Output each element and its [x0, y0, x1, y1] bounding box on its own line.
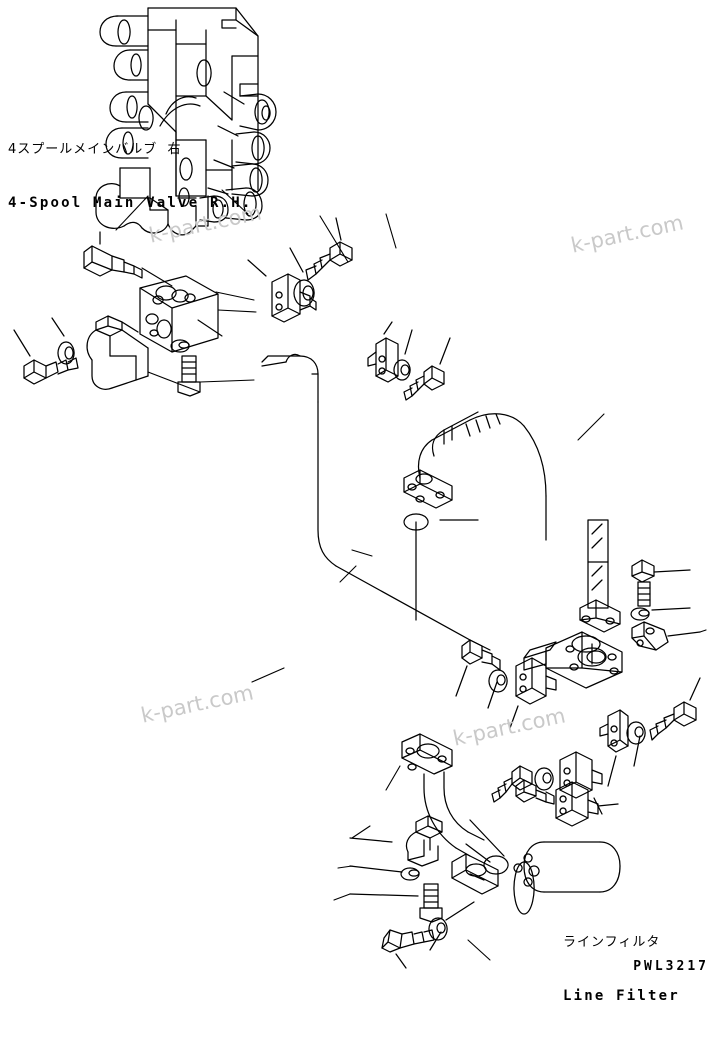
hydraulic-line-main	[261, 353, 491, 651]
washer-lower-center	[534, 767, 554, 791]
washer-under-block	[170, 339, 190, 353]
line-filter-label-jp: ラインフィルタ	[563, 935, 661, 950]
washer-bottom-left	[349, 865, 420, 881]
hex-bolt-mid	[403, 337, 451, 401]
washer-plate-left	[487, 669, 508, 709]
valve-port-fittings-right	[199, 91, 277, 223]
curved-clamp-right	[631, 621, 701, 651]
washer-hose-flange	[403, 513, 479, 621]
washer-right-upper	[630, 607, 691, 621]
vertical-bolt-bottom-left	[349, 883, 443, 923]
clamp-bracket-plate-right	[599, 709, 629, 787]
drawing-number: PWL3217	[633, 959, 709, 974]
clamp-bracket-mid	[367, 321, 399, 383]
hex-bolt-lower-center	[491, 765, 533, 803]
clamp-bracket-upper-center	[247, 259, 317, 323]
washer-plate-right	[626, 721, 646, 767]
parts-diagram-sheet: k-part.com k-part.com k-part.com k-part.…	[8, 7, 709, 1004]
elbow-fitting-upper-left	[83, 231, 143, 279]
hex-bolt-right-upper	[631, 559, 691, 607]
washer-mid	[393, 329, 413, 381]
elbow-fitting-left	[86, 315, 149, 390]
clamp-bracket-filter	[555, 781, 619, 827]
mounting-plate-center	[523, 631, 623, 689]
clamp-bracket-lower-center	[559, 751, 603, 815]
elbow-fitting-bottom	[349, 815, 443, 867]
washer-left	[51, 317, 75, 365]
main-valve-label-en: 4-Spool Main Valve R.H.	[8, 195, 253, 211]
vertical-bolt-center-left	[177, 355, 201, 397]
hex-bolt-upper-center	[305, 217, 353, 281]
main-valve-label: 4スプールメインバルブ 右 4-Spool Main Valve R.H.	[8, 100, 252, 249]
clamp-bracket-plate-left	[509, 657, 557, 729]
line-filter-label-en: Line Filter	[563, 988, 680, 1004]
line-filter-cylinder	[469, 819, 621, 915]
diagram-linework	[13, 7, 707, 969]
leader-lines	[115, 189, 707, 961]
lower-tube-assembly	[401, 733, 499, 895]
hex-bolt-filter-right	[515, 779, 555, 805]
hex-bolt-plate-left	[455, 639, 501, 697]
main-valve-label-jp: 4スプールメインバルブ 右	[8, 142, 182, 157]
tube-vertical-right	[579, 519, 621, 633]
washer-upper-center	[289, 247, 315, 307]
hose-upper-right	[403, 411, 547, 541]
hex-bolt-left	[13, 329, 79, 385]
main-control-valve-body	[95, 7, 259, 236]
junction-block-valve	[139, 275, 219, 353]
hex-bolt-bottom-diagonal	[381, 929, 435, 969]
hex-bolt-plate-right	[649, 677, 701, 741]
valve-port-fittings-left	[99, 15, 149, 159]
washer-bottom-diagonal	[428, 901, 475, 951]
washer-filter-left	[465, 843, 509, 875]
